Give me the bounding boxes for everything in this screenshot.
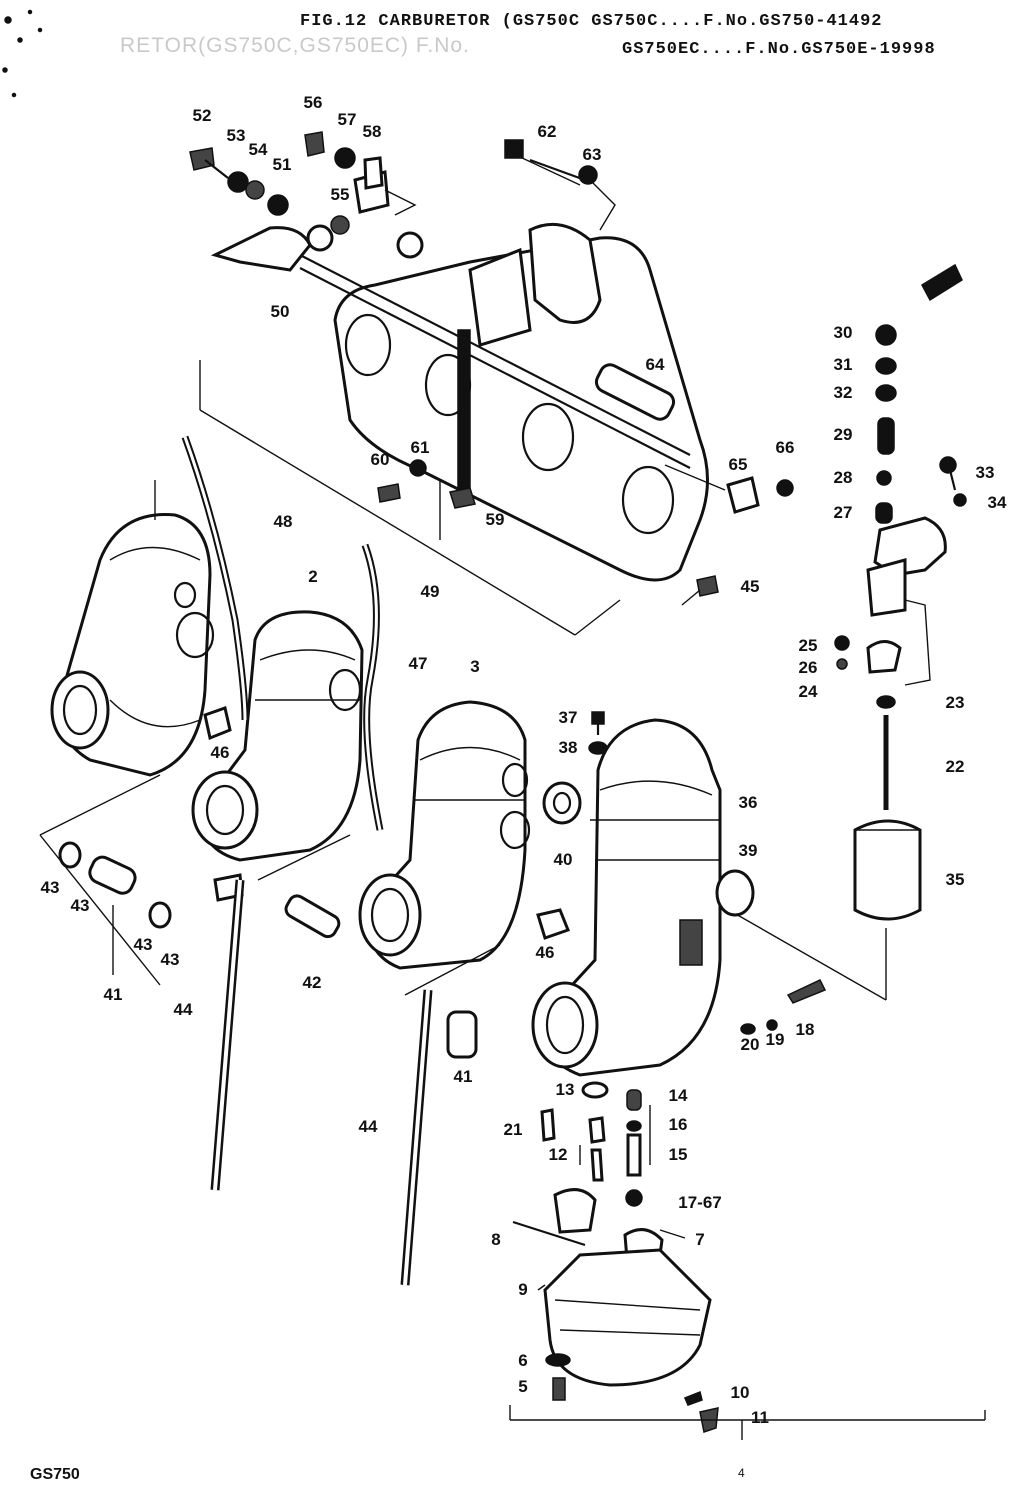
callout-64: 64	[645, 355, 665, 374]
callout-21: 21	[503, 1120, 523, 1139]
callout-50: 50	[270, 302, 290, 321]
watermark-text: RETOR(GS750C,GS750EC) F.No.	[120, 34, 470, 57]
direction-arrow	[921, 263, 963, 302]
callout-38: 38	[558, 738, 578, 757]
callout-41-left: 41	[103, 985, 123, 1004]
callout-16: 16	[668, 1115, 688, 1134]
callout-29: 29	[833, 425, 853, 444]
callout-48: 48	[273, 512, 293, 531]
callout-62: 62	[537, 122, 557, 141]
callout-61: 61	[410, 438, 430, 457]
model-code: GS750	[30, 1466, 80, 1483]
callout-46-upper: 46	[210, 743, 230, 762]
scan-noise	[2, 9, 43, 98]
callout-39: 39	[738, 841, 758, 860]
callout-43-d: 43	[160, 950, 180, 969]
callout-56: 56	[303, 93, 323, 112]
callout-51: 51	[272, 155, 292, 174]
hoses	[181, 435, 433, 1286]
callout-28: 28	[833, 468, 853, 487]
header-line-1: FIG.12 CARBURETOR (GS750C GS750C....F.No…	[300, 12, 883, 31]
callout-49: 49	[420, 582, 440, 601]
bracket-assembly	[210, 139, 760, 582]
callout-59: 59	[485, 510, 505, 529]
callout-31: 31	[833, 355, 853, 374]
leader-lines	[39, 360, 986, 1440]
screw-set-top	[189, 131, 794, 597]
callout-6: 6	[518, 1351, 528, 1370]
callout-24: 24	[798, 682, 818, 701]
callout-3: 3	[470, 657, 480, 676]
callout-7: 7	[695, 1230, 705, 1249]
callout-25: 25	[798, 636, 818, 655]
callout-9: 9	[518, 1280, 528, 1299]
callout-23: 23	[945, 693, 965, 712]
callout-18: 18	[795, 1020, 815, 1039]
callout-53: 53	[226, 126, 246, 145]
callout-55: 55	[330, 185, 350, 204]
callout-36: 36	[738, 793, 758, 812]
callout-44-upper: 44	[173, 1000, 193, 1019]
loose-parts	[213, 711, 827, 1247]
callout-20: 20	[740, 1035, 760, 1054]
callout-30: 30	[833, 323, 853, 342]
callout-66: 66	[775, 438, 795, 457]
callout-43-a: 43	[40, 878, 60, 897]
callout-34: 34	[987, 493, 1007, 512]
callout-22: 22	[945, 757, 965, 776]
callout-8: 8	[491, 1230, 501, 1249]
callout-41-right: 41	[453, 1067, 473, 1086]
callout-42: 42	[302, 973, 322, 992]
carburetor-3	[358, 700, 531, 970]
callout-46-lower: 46	[535, 943, 555, 962]
callout-47: 47	[408, 654, 428, 673]
callout-15: 15	[668, 1145, 688, 1164]
callout-63: 63	[582, 145, 602, 164]
callout-32: 32	[833, 383, 853, 402]
fittings	[58, 841, 478, 1059]
callout-65: 65	[728, 455, 748, 474]
callout-58: 58	[362, 122, 382, 141]
callout-43-c: 43	[133, 935, 153, 954]
callout-5: 5	[518, 1377, 528, 1396]
callout-54: 54	[248, 140, 268, 159]
callout-37: 37	[558, 708, 578, 727]
carburetor-2	[191, 610, 364, 862]
header-line-2: GS750EC....F.No.GS750E-19998	[622, 40, 936, 59]
callout-33: 33	[975, 463, 995, 482]
callout-10: 10	[730, 1383, 750, 1402]
callout-17-67: 17-67	[678, 1193, 722, 1212]
callout-2: 2	[308, 567, 318, 586]
callout-11: 11	[751, 1408, 769, 1427]
page-number: 4	[738, 1466, 745, 1480]
carburetor-1	[50, 513, 232, 777]
callout-44-lower: 44	[358, 1117, 378, 1136]
carburetor-4	[531, 718, 755, 1077]
right-parts-column	[719, 324, 967, 1001]
callout-13: 13	[555, 1080, 575, 1099]
callout-60: 60	[370, 450, 390, 469]
callout-12: 12	[548, 1145, 568, 1164]
callout-45: 45	[740, 577, 760, 596]
float-bowl	[543, 1188, 719, 1433]
callout-35: 35	[945, 870, 965, 889]
callout-57: 57	[337, 110, 357, 129]
callout-19: 19	[765, 1030, 785, 1049]
callout-52: 52	[192, 106, 212, 125]
callout-40: 40	[553, 850, 573, 869]
callout-27: 27	[833, 503, 853, 522]
callout-14: 14	[668, 1086, 688, 1105]
callout-43-b: 43	[70, 896, 90, 915]
callout-26: 26	[798, 658, 818, 677]
